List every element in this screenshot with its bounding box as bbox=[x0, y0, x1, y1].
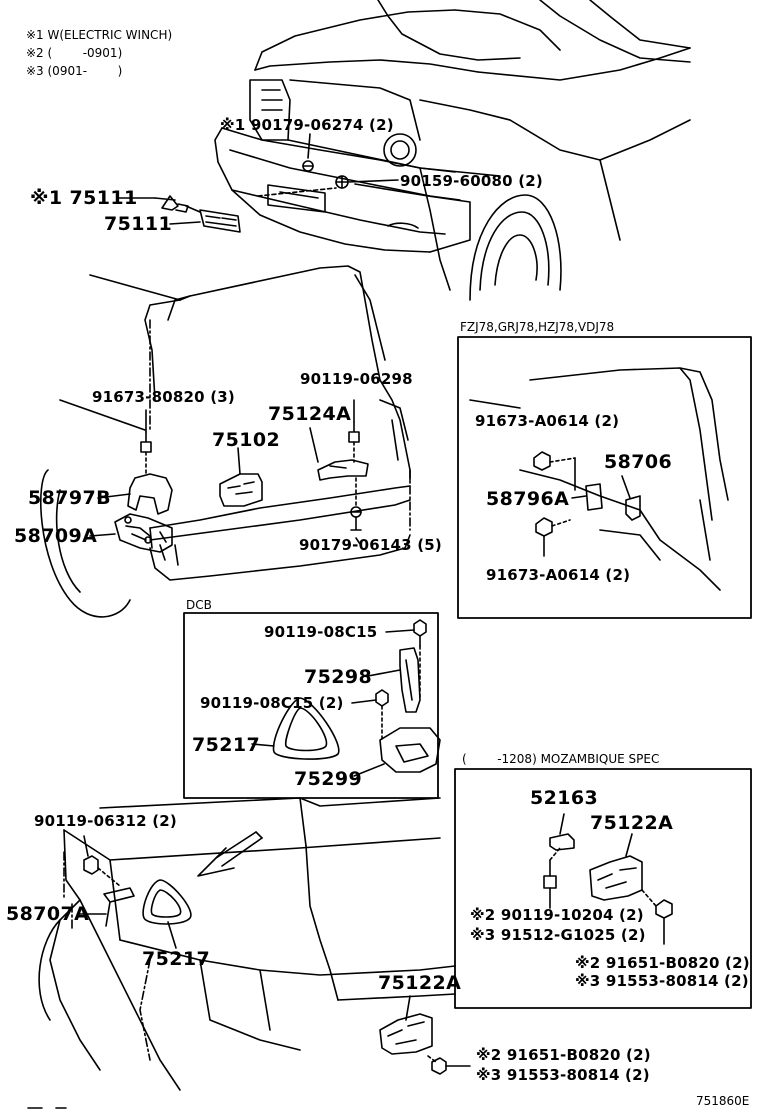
label-91651-b0820: ※2 91651-B0820 (2) bbox=[476, 1046, 651, 1064]
front-bumper-drawing bbox=[117, 0, 691, 301]
box-title-mozambique: ( -1208) MOZAMBIQUE SPEC bbox=[462, 752, 660, 766]
dcb-detail-box bbox=[183, 612, 441, 799]
fzj78-detail-box bbox=[457, 336, 752, 619]
note-1: ※1 W(ELECTRIC WINCH) bbox=[26, 28, 173, 42]
truck-bed-drawing bbox=[27, 797, 471, 1109]
label-91553-80814: ※3 91553-80814 (2) bbox=[476, 1066, 650, 1084]
label-91673-a0614-bottom: 91673-A0614 (2) bbox=[486, 566, 631, 584]
label-75122a: 75122A bbox=[378, 972, 462, 994]
box-title-dcb: DCB bbox=[186, 598, 212, 612]
label-90119-06298: 90119-06298 bbox=[300, 370, 413, 388]
label-75111: 75111 bbox=[104, 213, 173, 235]
box-title-fzj78: FZJ78,GRJ78,HZJ78,VDJ78 bbox=[460, 320, 615, 334]
rear-tailgate-drawing bbox=[40, 265, 411, 618]
label-90119-06312: 90119-06312 (2) bbox=[34, 812, 177, 830]
label-75111-winch: ※1 75111 bbox=[30, 187, 138, 209]
label-75217: 75217 bbox=[142, 948, 211, 970]
label-91651-b0820-moz: ※2 91651-B0820 (2) bbox=[575, 954, 750, 972]
label-90179-06143: 90179-06143 (5) bbox=[299, 536, 442, 554]
label-58797b: 58797B bbox=[28, 487, 111, 509]
note-2: ※2 ( -0901) bbox=[26, 46, 123, 60]
label-75122a-moz: 75122A bbox=[590, 812, 674, 834]
label-90119-08c15-2: 90119-08C15 (2) bbox=[200, 694, 344, 712]
label-58796a: 58796A bbox=[486, 488, 570, 510]
label-90119-08c15: 90119-08C15 bbox=[264, 623, 378, 641]
label-75217-dcb: 75217 bbox=[192, 734, 261, 756]
label-75299: 75299 bbox=[294, 768, 363, 790]
label-91673-80820: 91673-80820 (3) bbox=[92, 388, 235, 406]
mozambique-detail-box bbox=[454, 768, 752, 1009]
label-58706: 58706 bbox=[604, 451, 673, 473]
label-90159-60080: 90159-60080 (2) bbox=[400, 172, 543, 190]
label-91553-80814-moz: ※3 91553-80814 (2) bbox=[575, 972, 749, 990]
label-91512-g1025: ※3 91512-G1025 (2) bbox=[470, 926, 646, 944]
label-90179-06274: ※1 90179-06274 (2) bbox=[220, 116, 394, 134]
label-58707a: 58707A bbox=[6, 903, 90, 925]
label-75298: 75298 bbox=[304, 666, 373, 688]
label-75124a: 75124A bbox=[268, 403, 352, 425]
label-58709a: 58709A bbox=[14, 525, 98, 547]
figure-number: 751860E bbox=[696, 1094, 750, 1108]
label-75102: 75102 bbox=[212, 429, 281, 451]
label-91673-a0614-top: 91673-A0614 (2) bbox=[475, 412, 620, 430]
label-52163: 52163 bbox=[530, 787, 599, 809]
note-3: ※3 (0901- ) bbox=[26, 64, 123, 78]
label-90119-10204: ※2 90119-10204 (2) bbox=[470, 906, 644, 924]
